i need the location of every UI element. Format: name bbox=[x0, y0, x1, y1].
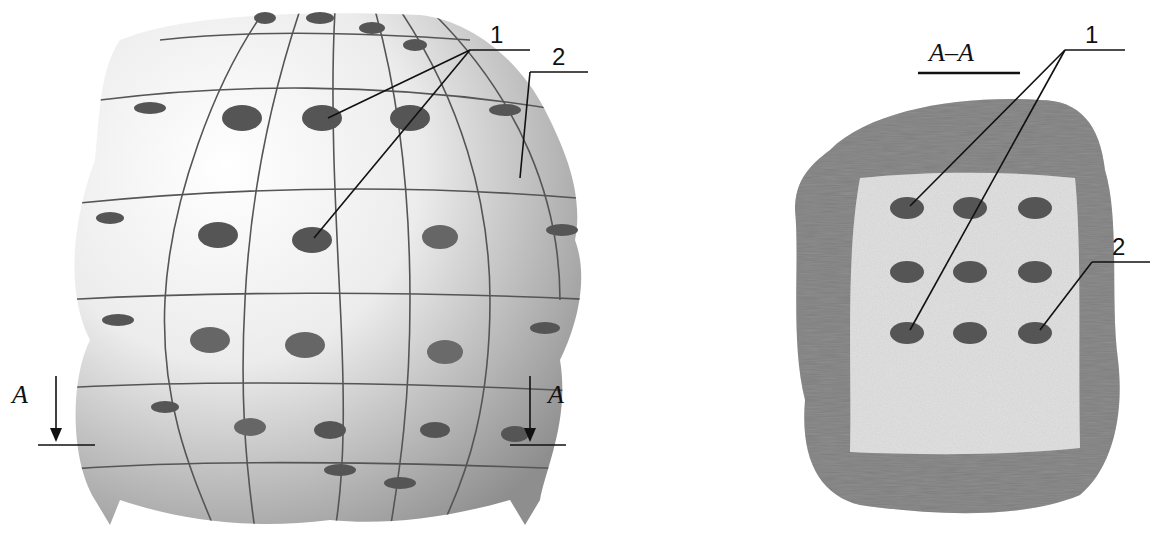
section-title: A–A bbox=[929, 40, 974, 66]
callout-number: 2 bbox=[1112, 235, 1125, 259]
callout-number: 1 bbox=[1085, 23, 1098, 47]
callout-number: 1 bbox=[490, 23, 503, 47]
section-letter: A bbox=[12, 382, 28, 408]
callout-number: 2 bbox=[552, 45, 565, 69]
section-letter: A bbox=[548, 382, 564, 408]
